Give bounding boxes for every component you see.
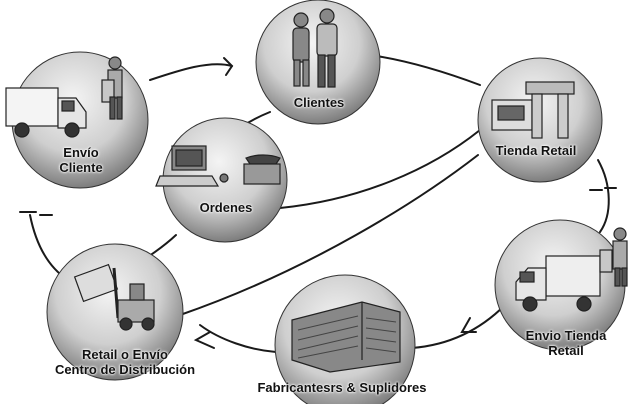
connector-cd-to-tienda bbox=[179, 154, 479, 316]
retail-store-icon bbox=[491, 81, 575, 139]
connector-envio-to-clientes bbox=[149, 63, 233, 81]
factory-building-icon bbox=[291, 301, 401, 373]
delivery-truck-icon bbox=[5, 56, 123, 138]
connector-fabricantes-to-cd bbox=[199, 324, 277, 353]
node-label-clientes: Clientes bbox=[293, 95, 345, 110]
node-label-line: Envio Tienda bbox=[525, 328, 607, 343]
connector-tienda-to-clientes bbox=[369, 54, 481, 86]
node-label-retail-centro: Retail o Envío Centro de Distribución bbox=[30, 347, 220, 377]
node-label-line: Envío bbox=[63, 145, 99, 160]
connector-ordenes-to-tienda bbox=[279, 129, 481, 209]
node-label-line: Retail bbox=[548, 343, 584, 358]
node-label-line: Cliente bbox=[59, 160, 103, 175]
node-label-line: Centro de Distribución bbox=[54, 362, 196, 377]
delivery-truck-icon-2 bbox=[515, 227, 628, 312]
connector-fabricantes-to-envio-tienda bbox=[411, 304, 506, 349]
node-label-envio-cliente: Envío Cliente bbox=[36, 145, 126, 175]
node-label-ordenes: Ordenes bbox=[199, 200, 253, 215]
forklift-icon bbox=[73, 263, 155, 331]
people-icon bbox=[292, 8, 338, 88]
node-label-line: Retail o Envío bbox=[82, 347, 168, 362]
connector-tienda-to-envio-tienda bbox=[597, 159, 610, 233]
node-label-tienda-retail: Tienda Retail bbox=[495, 143, 577, 158]
computer-phone-icon bbox=[155, 145, 281, 187]
node-label-envio-tienda: Envio Tienda Retail bbox=[506, 328, 626, 358]
node-label-fabricantes: Fabricantesrs & Suplidores bbox=[257, 380, 427, 395]
